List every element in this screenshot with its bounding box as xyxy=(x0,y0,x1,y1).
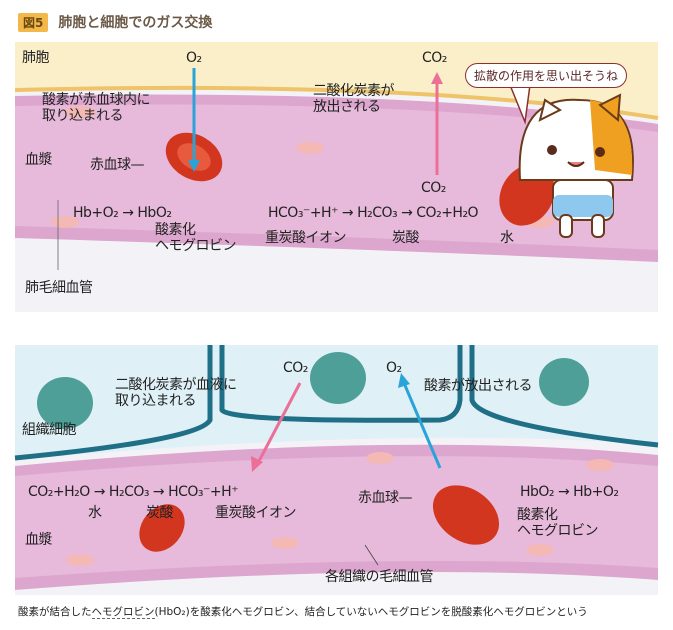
tissue-cell xyxy=(37,377,93,429)
label-o2-in: 酸素が赤血球内に xyxy=(42,92,151,108)
label-water: 水 xyxy=(500,230,514,246)
speech-bubble: 拡散の作用を思い出そうね xyxy=(465,63,628,88)
label-co2-in-2: 取り込まれる xyxy=(115,393,197,409)
figure-header: 図5 肺胞と細胞でのガス交換 xyxy=(18,12,212,32)
figure-badge: 図5 xyxy=(18,12,49,32)
label-alveolus: 肺胞 xyxy=(22,50,50,66)
label-plasma: 血漿 xyxy=(25,532,53,548)
label-oxyhb-2: ヘモグロビン xyxy=(517,523,599,539)
label-tissue-capillary: 各組織の毛細血管 xyxy=(325,569,434,585)
cat-mascot xyxy=(518,93,634,238)
label-carbonic-acid: 炭酸 xyxy=(146,505,174,521)
equation-co2-uptake: CO₂+H₂O → H₂CO₃ → HCO₃⁻+H⁺ xyxy=(28,484,239,500)
label-oxyhb-2: ヘモグロビン xyxy=(155,238,237,254)
caption-text-rest: (HbO₂)を酸素化ヘモグロビン、結合していないヘモグロビンを脱酸素化ヘモグロビ… xyxy=(154,606,588,618)
label-tissue-cell: 組織細胞 xyxy=(22,422,77,438)
hemoglobin-term-link[interactable]: ヘモグロビン xyxy=(91,606,155,619)
o2-arrow xyxy=(402,382,442,469)
label-carbonic-acid: 炭酸 xyxy=(392,230,420,246)
caption-text: 酸素が結合した xyxy=(18,606,92,618)
figure-title: 肺胞と細胞でのガス交換 xyxy=(58,15,213,31)
red-blood-cell xyxy=(139,504,185,552)
label-oxyhb: 酸素化 xyxy=(517,507,558,523)
equation-deoxygenation: HbO₂ → Hb+O₂ xyxy=(520,484,619,500)
label-co2-in: 二酸化炭素が血液に xyxy=(115,377,237,393)
equation-co2-release: HCO₃⁻+H⁺ → H₂CO₃ → CO₂+H₂O xyxy=(268,205,479,221)
label-co2-mid: CO₂ xyxy=(421,180,446,196)
label-o2: O₂ xyxy=(386,360,402,376)
figure-caption: 酸素が結合したヘモグロビン(HbO₂)を酸素化ヘモグロビン、結合していないヘモグ… xyxy=(18,604,588,619)
label-o2-out: 酸素が放出される xyxy=(424,378,533,394)
red-blood-cell xyxy=(432,485,500,545)
label-oxyhb: 酸素化 xyxy=(155,222,196,238)
label-co2: CO₂ xyxy=(283,360,308,376)
label-o2-in-2: 取り込まれる xyxy=(42,108,124,124)
label-plasma: 血漿 xyxy=(25,152,53,168)
label-water: 水 xyxy=(88,505,102,521)
equation-oxygenation: Hb+O₂ → HbO₂ xyxy=(73,205,172,221)
co2-arrow xyxy=(256,382,302,464)
tissue-cell xyxy=(539,358,589,406)
label-lung-capillary: 肺毛細血管 xyxy=(25,280,93,296)
label-bicarbonate: 重炭酸イオン xyxy=(265,230,347,246)
label-rbc: 赤血球— xyxy=(90,157,145,173)
tissue-cell xyxy=(310,352,366,404)
label-o2: O₂ xyxy=(186,50,202,66)
label-bicarbonate: 重炭酸イオン xyxy=(215,505,297,521)
label-co2-out: 二酸化炭素が xyxy=(313,83,395,99)
label-co2: CO₂ xyxy=(422,50,447,66)
label-co2-out-2: 放出される xyxy=(313,99,381,115)
label-rbc: 赤血球— xyxy=(358,490,413,506)
